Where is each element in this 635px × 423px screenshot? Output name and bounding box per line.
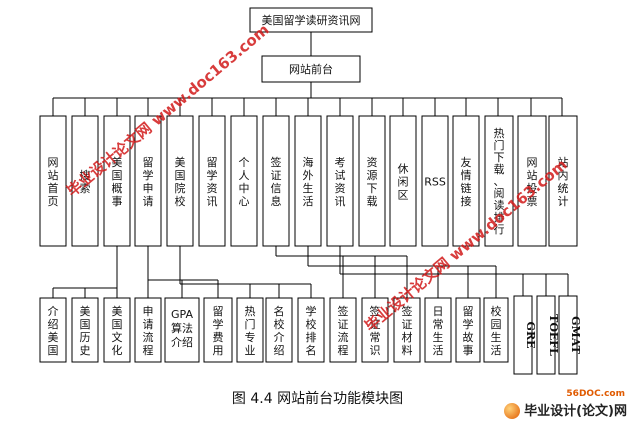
sub-hot-majors: 热门专业 — [236, 297, 264, 363]
module-leisure-label: 休闲区 — [398, 163, 409, 202]
sub-visa-docs: 签证材料 — [393, 297, 421, 363]
module-personal-label: 个人中心 — [239, 156, 250, 208]
root-node: 美国留学读研资讯网 — [249, 7, 373, 33]
sub-us-history: 美国历史 — [71, 297, 99, 363]
module-exam-info-label: 考试资讯 — [335, 156, 346, 208]
module-colleges-label: 美国院校 — [175, 156, 186, 208]
logo-orb-icon — [504, 403, 521, 419]
sub-famous-schools: 名校介绍 — [265, 297, 293, 363]
sub-intro-usa-label: 介绍美国 — [48, 305, 59, 357]
sub-daily-life: 日常生活 — [424, 297, 452, 363]
module-us-overview: 美国概事 — [103, 115, 131, 247]
module-apply-label: 留学申请 — [143, 156, 154, 208]
sub-us-culture-label: 美国文化 — [112, 305, 123, 357]
module-study-info-label: 留学资讯 — [207, 156, 218, 208]
sub-us-culture: 美国文化 — [103, 297, 131, 363]
sub-study-cost-label: 留学费用 — [213, 305, 224, 357]
module-apply: 留学申请 — [134, 115, 162, 247]
module-search-label: 搜索 — [80, 168, 91, 195]
frontend-node-label: 网站前台 — [289, 62, 333, 76]
root-node-label: 美国留学读研资讯网 — [262, 13, 361, 27]
sub-us-history-label: 美国历史 — [80, 305, 91, 357]
module-overseas-life-label: 海外生活 — [303, 155, 314, 208]
frontend-node: 网站前台 — [261, 55, 361, 83]
module-us-overview-label: 美国概事 — [112, 156, 123, 208]
sub-school-rank-label: 学校排名 — [306, 304, 317, 357]
sub-visa-flow: 签证流程 — [329, 297, 357, 363]
module-rss-label: RSS — [424, 176, 446, 189]
module-downloads-label: 资源下载 — [367, 156, 378, 208]
sub-gre: GRE — [513, 295, 537, 375]
sub-campus-life: 校园生活 — [483, 297, 509, 363]
module-personal: 个人中心 — [230, 115, 258, 247]
module-exam-info: 考试资讯 — [326, 115, 354, 247]
watermark-logo: 毕业设计(论文)网 — [504, 400, 627, 419]
module-study-info: 留学资讯 — [198, 115, 226, 247]
module-links-label: 友情链接 — [461, 155, 472, 208]
sub-study-cost: 留学费用 — [203, 297, 233, 363]
module-colleges: 美国院校 — [166, 115, 194, 247]
module-hot-label: 热门下载、阅读排行 — [494, 127, 505, 236]
sub-visa-faq: 签证常识 — [361, 297, 389, 363]
sub-apply-flow: 申请流程 — [134, 297, 162, 363]
module-home: 网站首页 — [39, 115, 67, 247]
sub-hot-majors-label: 热门专业 — [245, 305, 256, 357]
sub-toefl-label: TOEFL — [547, 314, 560, 356]
sub-school-rank: 学校排名 — [297, 297, 325, 363]
sub-visa-faq-label: 签证常识 — [370, 304, 381, 357]
sub-gmat-label: GMAT — [569, 316, 582, 355]
sub-intro-usa: 介绍美国 — [39, 297, 67, 363]
sub-study-stories-label: 留学故事 — [463, 305, 474, 357]
module-hot: 热门下载、阅读排行 — [484, 115, 514, 247]
module-search: 搜索 — [71, 115, 99, 247]
watermark-logo-text: 毕业设计(论文)网 — [524, 403, 627, 419]
module-visa-info: 签证信息 — [262, 115, 290, 247]
nodes: 美国留学读研资讯网网站前台网站首页搜索美国概事留学申请美国院校留学资讯个人中心签… — [39, 7, 582, 375]
module-vote-label: 网站投票 — [527, 156, 538, 208]
sub-study-stories: 留学故事 — [455, 297, 481, 363]
module-visa-info-label: 签证信息 — [271, 155, 282, 208]
module-vote: 网站投票 — [517, 115, 547, 247]
module-overseas-life: 海外生活 — [294, 115, 322, 247]
module-stats-label: 站内统计 — [558, 155, 569, 208]
module-home-label: 网站首页 — [48, 156, 59, 208]
sub-famous-schools-label: 名校介绍 — [274, 304, 285, 357]
module-rss: RSS — [421, 115, 449, 247]
sub-visa-flow-label: 签证流程 — [338, 304, 349, 357]
figure-caption: 图 4.4 网站前台功能模块图 — [231, 391, 404, 407]
watermark-url: 56DOC.com — [566, 389, 625, 399]
sub-gmat: GMAT — [558, 295, 582, 375]
sub-campus-life-label: 校园生活 — [491, 304, 502, 357]
module-links: 友情链接 — [452, 115, 480, 247]
module-leisure: 休闲区 — [389, 115, 417, 247]
sub-daily-life-label: 日常生活 — [433, 305, 444, 357]
module-stats: 站内统计 — [548, 115, 578, 247]
sub-gre-label: GRE — [524, 322, 537, 349]
sub-toefl: TOEFL — [536, 295, 560, 375]
module-downloads: 资源下载 — [358, 115, 386, 247]
connectors — [52, 32, 569, 298]
sub-apply-flow-label: 申请流程 — [143, 305, 154, 357]
sub-visa-docs-label: 签证材料 — [402, 304, 413, 357]
